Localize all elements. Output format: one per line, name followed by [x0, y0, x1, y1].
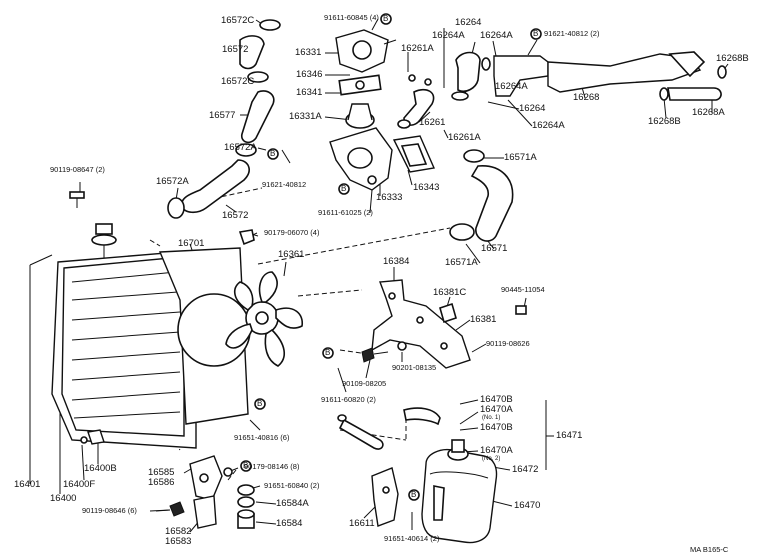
- callout-16264a-2: 16264A: [480, 30, 513, 41]
- callout-16333: 16333: [376, 192, 403, 203]
- callout-16585: 16585: [148, 467, 175, 478]
- callout-16571a-top: 16571A: [504, 152, 537, 163]
- radiator-core: [51, 223, 197, 449]
- callout-91611-60845: 91611-60845 (4): [324, 13, 379, 22]
- callout-90179-08146: 90179-08146 (8): [244, 462, 300, 471]
- callout-16572-bottom: 16572: [222, 210, 249, 221]
- callout-16400f: 16400F: [63, 479, 96, 490]
- callout-16584a: 16584A: [276, 498, 309, 509]
- callout-16572-top: 16572: [222, 44, 249, 55]
- callout-90179-06070: 90179-06070 (4): [264, 228, 320, 237]
- callout-16586: 16586: [148, 477, 175, 488]
- callout-90119-08647: 90119-08647 (2): [50, 165, 105, 174]
- b-marker-4: B: [341, 184, 347, 193]
- callout-90119-08646: 90119-08646 (6): [82, 506, 137, 515]
- callout-16471: 16471: [556, 430, 583, 441]
- callout-16264a-4: 16264A: [532, 120, 565, 131]
- callout-16572a-left: 16572A: [156, 176, 189, 187]
- callout-16381c: 16381C: [433, 287, 467, 298]
- b-marker-3: B: [270, 149, 276, 158]
- callout-16401: 16401: [14, 479, 41, 490]
- callout-16381: 16381: [470, 314, 497, 325]
- reservoir-tank: [337, 407, 498, 544]
- b-marker-2: B: [533, 29, 539, 38]
- callout-16341: 16341: [296, 87, 323, 98]
- callout-16470a-top-note: (No. 1): [482, 415, 501, 421]
- fan-shroud: [158, 229, 259, 425]
- callout-16701: 16701: [178, 238, 205, 249]
- callout-16343: 16343: [413, 182, 440, 193]
- callout-16264-mid: 16264: [519, 103, 546, 114]
- callout-16470b-top: 16470B: [480, 394, 513, 405]
- callout-16331a: 16331A: [289, 111, 322, 122]
- callout-16470b-mid: 16470B: [480, 422, 513, 433]
- water-outlet-thermostat: [329, 29, 436, 191]
- callout-16584: 16584: [276, 518, 303, 529]
- callout-16572c-top: 16572C: [221, 15, 255, 26]
- b-marker-5: B: [325, 348, 331, 357]
- callout-91651-60840: 91651-60840 (2): [264, 481, 320, 490]
- callout-16264-top: 16264: [455, 17, 482, 28]
- callout-16331: 16331: [295, 47, 322, 58]
- callout-16572c-mid: 16572C: [221, 76, 255, 87]
- callout-16264a-3: 16264A: [495, 81, 528, 92]
- b-marker-6: B: [257, 399, 263, 408]
- callout-91651-40816: 91651-40816 (6): [234, 433, 290, 442]
- callout-90109-08205: 90109-08205: [342, 379, 387, 388]
- callout-16400: 16400: [50, 493, 77, 504]
- callout-16582: 16582: [165, 526, 192, 537]
- callout-91621-40812-mid: 91621-40812: [262, 180, 307, 189]
- callout-16384: 16384: [383, 256, 410, 267]
- callout-16268b-top: 16268B: [716, 53, 749, 64]
- callout-16470a-bottom: 16470A: [480, 445, 513, 456]
- callout-16268: 16268: [573, 92, 600, 103]
- callout-16572a-mid: 16572A: [224, 142, 257, 153]
- callout-16583: 16583: [165, 536, 192, 547]
- callout-16346: 16346: [296, 69, 323, 80]
- fan-bracket-hardware: [361, 279, 527, 369]
- catalog-code: MA B165-C: [690, 545, 729, 554]
- callout-16264a-1: 16264A: [432, 30, 465, 41]
- callout-16577: 16577: [209, 110, 236, 121]
- b-marker-8: B: [411, 490, 417, 499]
- callout-91611-60820: 91611-60820 (2): [321, 395, 376, 404]
- callout-16571: 16571: [481, 243, 508, 254]
- callout-90119-08626: 90119-08626: [486, 339, 530, 348]
- callout-91621-40812-top: 91621-40812 (2): [544, 29, 600, 38]
- callout-16472: 16472: [512, 464, 539, 475]
- callout-16470: 16470: [514, 500, 541, 511]
- b-marker-7: B: [243, 461, 249, 470]
- cooling-fan: [225, 271, 303, 367]
- callout-16268a: 16268A: [692, 107, 725, 118]
- callout-16400b: 16400B: [84, 463, 117, 474]
- upper-radiator-hose: [69, 19, 281, 219]
- callout-90201-08135: 90201-08135: [392, 363, 437, 372]
- callout-16361: 16361: [278, 249, 305, 260]
- callout-16470a-top: 16470A: [480, 404, 513, 415]
- callout-16611: 16611: [349, 518, 375, 529]
- b-markers: [240, 13, 542, 501]
- callout-91611-61025: 91611-61025 (2): [318, 208, 373, 217]
- callout-16261a-bottom: 16261A: [448, 132, 481, 143]
- lower-radiator-hose: [449, 149, 514, 242]
- callout-16571a-bottom: 16571A: [445, 257, 478, 268]
- callout-90445-11054: 90445-11054: [501, 285, 545, 294]
- callout-16268b-bottom: 16268B: [648, 116, 681, 127]
- callout-16261: 16261: [419, 117, 446, 128]
- bypass-pipe-assembly: [451, 51, 727, 101]
- radiator-mount-hardware: [149, 455, 255, 529]
- callout-91651-40614: 91651-40614 (2): [384, 534, 440, 543]
- b-marker-1: B: [383, 14, 389, 23]
- callout-16261a-top: 16261A: [401, 43, 434, 54]
- callout-16470a-bottom-note: (No. 2): [482, 456, 501, 462]
